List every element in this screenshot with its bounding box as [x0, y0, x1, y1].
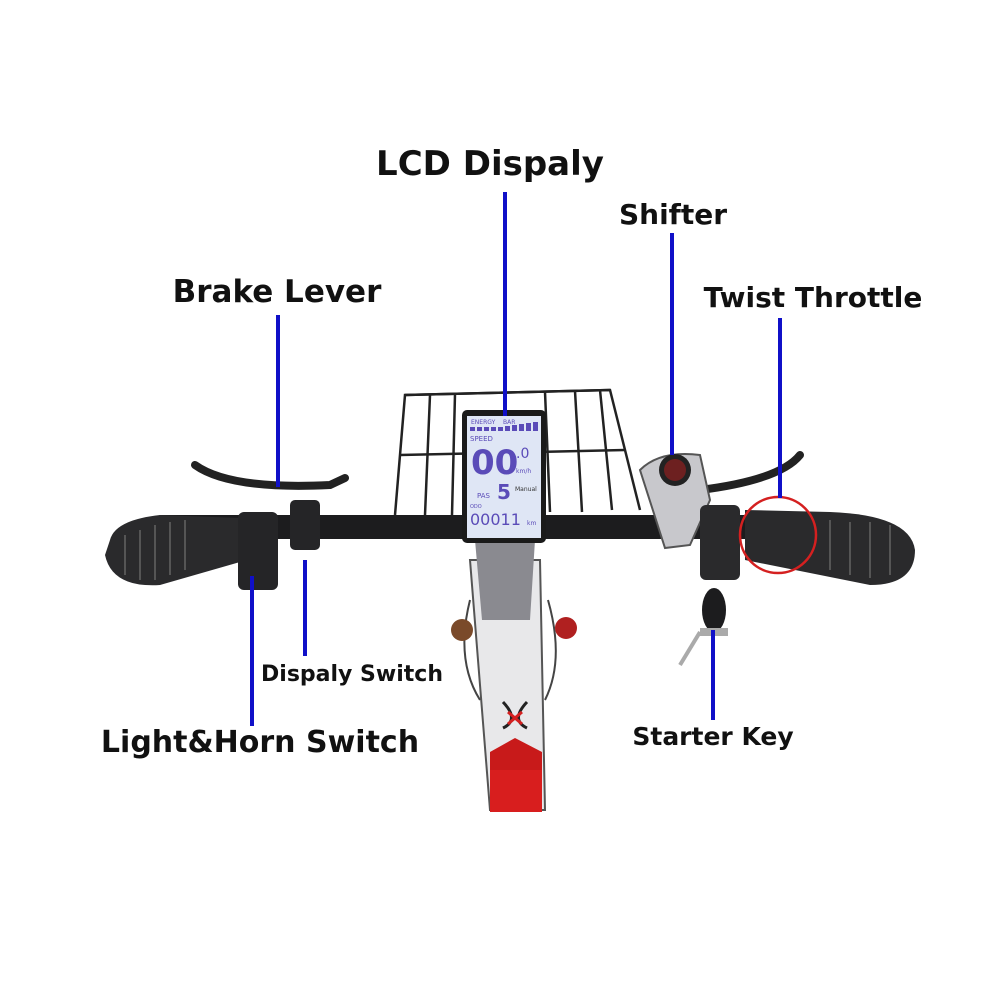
- twist-throttle-pointer: [778, 318, 782, 498]
- shifter-pointer: [670, 233, 674, 455]
- lcd-odo-unit: km: [527, 520, 536, 527]
- starter-key[interactable]: [678, 588, 728, 667]
- lcd-speed-unit: km/h: [516, 468, 531, 475]
- right-turn-light: [555, 617, 577, 639]
- right-grip-twist-throttle[interactable]: [745, 510, 915, 585]
- display-switch-pointer: [303, 560, 307, 656]
- label-shifter: Shifter: [618, 198, 728, 231]
- starter-key-pointer: [711, 630, 715, 720]
- frame-head-tube: [468, 540, 547, 812]
- lcd-pas-value: 5: [497, 480, 511, 504]
- label-lcd-display: LCD Dispaly: [376, 144, 604, 184]
- left-grip[interactable]: [105, 515, 240, 586]
- lcd-speed-label: SPEED: [470, 435, 493, 443]
- display-switch[interactable]: [290, 500, 320, 550]
- front-basket: [393, 388, 642, 516]
- right-brake-lever[interactable]: [696, 451, 804, 494]
- lcd-display: ENERGY BAR SPEED 00 .0 km/h PAS 5 Manual…: [462, 410, 546, 543]
- lcd-speed-value: 00: [471, 443, 518, 483]
- lcd-display-pointer: [503, 192, 507, 416]
- brake-lever-pointer: [276, 315, 280, 487]
- label-light-horn-switch: Light&Horn Switch: [100, 725, 420, 760]
- throttle-housing: [700, 505, 740, 580]
- lcd-odo-value: 00011: [470, 510, 521, 529]
- label-display-switch: Dispaly Switch: [261, 662, 443, 687]
- left-brake-lever[interactable]: [191, 461, 349, 490]
- lcd-bar-label: BAR: [503, 419, 515, 426]
- label-twist-throttle: Twist Throttle: [703, 281, 923, 314]
- lcd-mode: Manual: [515, 486, 537, 493]
- label-brake-lever: Brake Lever: [172, 274, 382, 310]
- lcd-odo-label: ODO: [470, 504, 482, 510]
- lcd-speed-decimal: .0: [516, 446, 529, 462]
- lcd-energy-label: ENERGY: [471, 419, 496, 426]
- lcd-pas-label: PAS: [477, 492, 491, 500]
- brand-logo: [501, 700, 529, 730]
- light-horn-switch[interactable]: [238, 512, 278, 590]
- light-horn-switch-pointer: [250, 576, 254, 726]
- left-turn-light: [451, 619, 473, 641]
- label-starter-key: Starter Key: [632, 722, 794, 751]
